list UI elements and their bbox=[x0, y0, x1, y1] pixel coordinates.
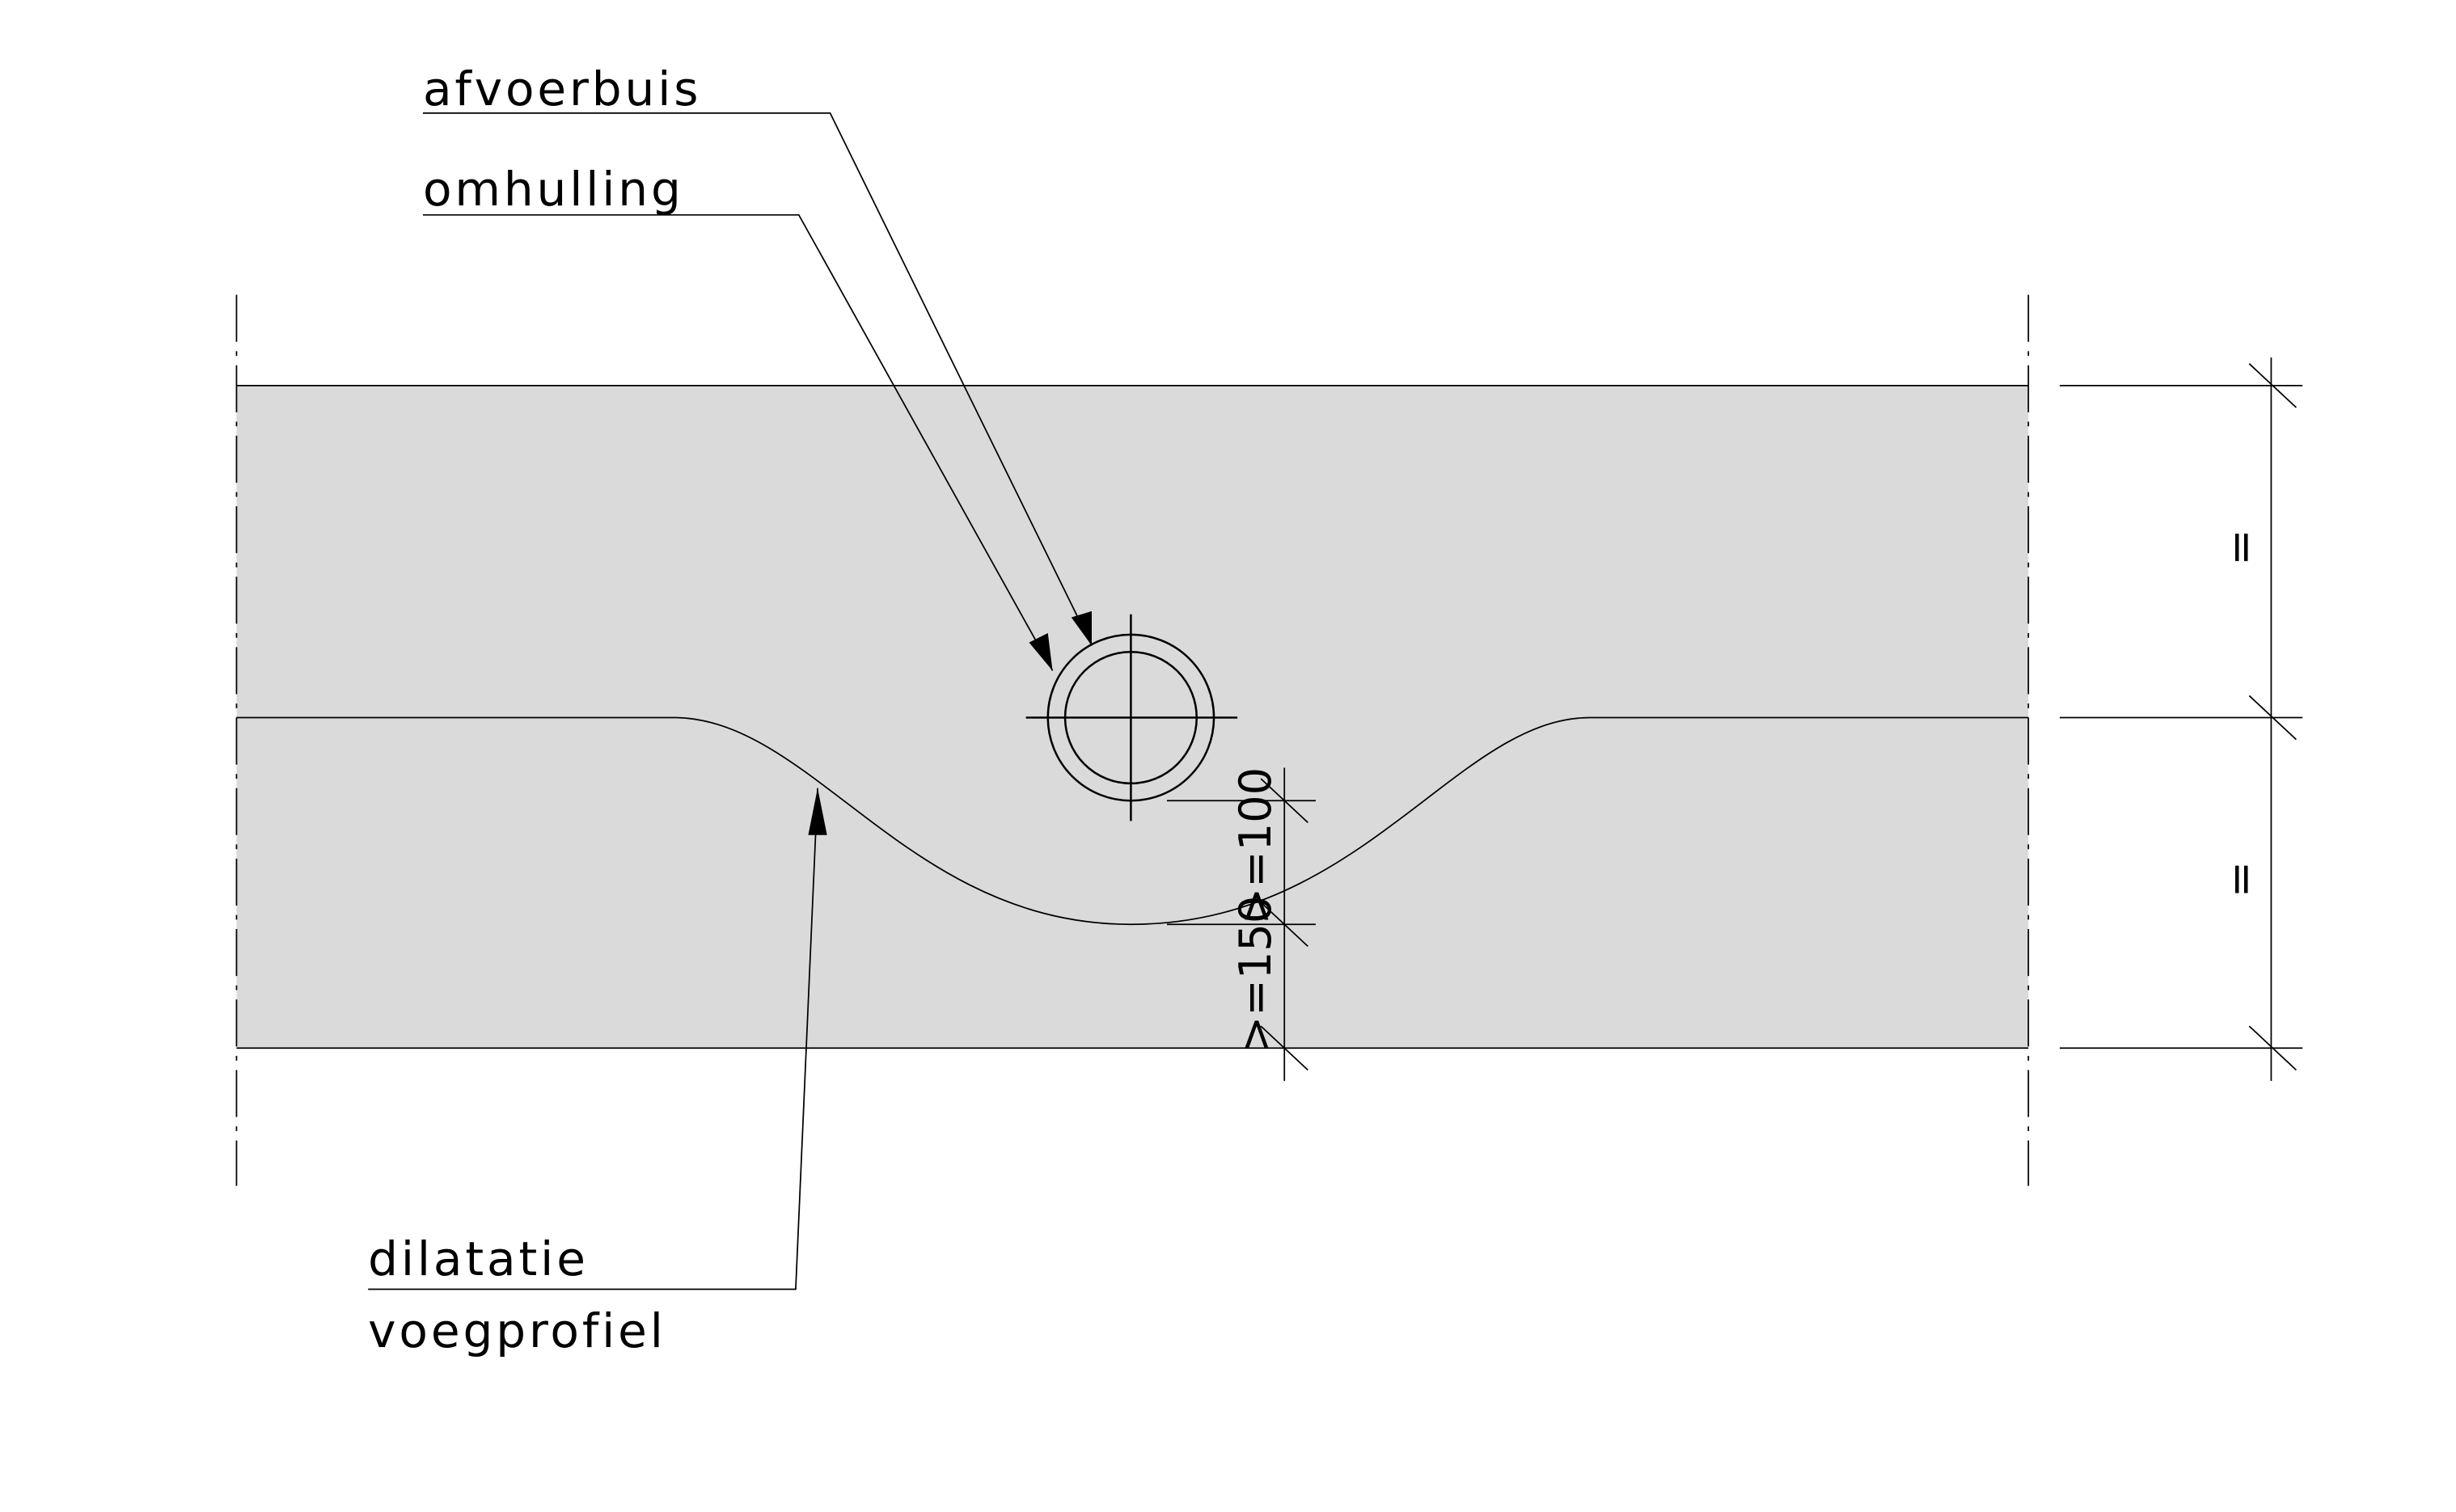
dimension-pipe-clearance bbox=[1166, 767, 1316, 1081]
leader-omhulling bbox=[422, 213, 1054, 671]
expansion-joint-profile bbox=[236, 716, 2029, 926]
dimension-equal-bottom: = bbox=[2215, 861, 2266, 897]
dimension-text-150: >=150 bbox=[1230, 896, 1281, 1053]
leader-afvoerbuis bbox=[422, 112, 1093, 646]
drain-pipe bbox=[1025, 614, 1238, 821]
dimension-text-100: >=100 bbox=[1230, 767, 1281, 924]
label-afvoerbuis: afvoerbuis bbox=[423, 61, 701, 116]
label-omhulling: omhulling bbox=[423, 162, 684, 217]
arrowhead-icon bbox=[1071, 610, 1092, 646]
dimension-equal-top: = bbox=[2215, 529, 2266, 565]
leader-dilatatie bbox=[368, 788, 827, 1290]
arrowhead-icon bbox=[1029, 632, 1053, 671]
label-dilatatie: dilatatie bbox=[368, 1231, 589, 1286]
dimension-slab-halves bbox=[2059, 357, 2303, 1081]
arrowhead-icon bbox=[808, 788, 827, 835]
label-voegprofiel: voegprofiel bbox=[368, 1303, 666, 1358]
